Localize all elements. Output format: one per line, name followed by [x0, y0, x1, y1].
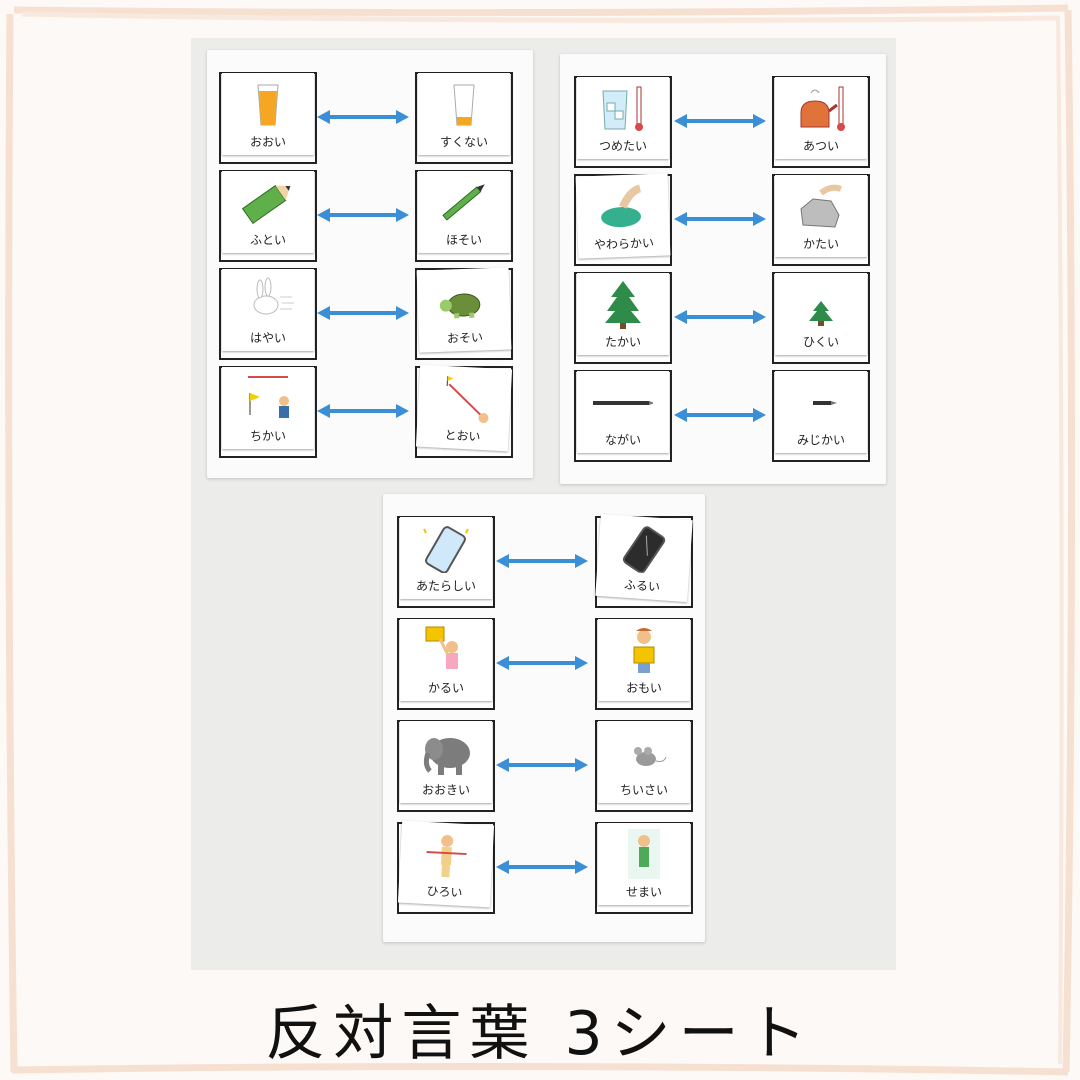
card-label: ながい — [604, 433, 641, 447]
card-label: ひくい — [802, 335, 839, 349]
hard-rock-icon — [800, 184, 843, 228]
wide-person-icon — [426, 835, 467, 878]
thin-pencil-icon — [442, 184, 485, 221]
word-card: はやい — [222, 269, 314, 351]
card-label: みじかい — [796, 433, 845, 447]
elephant-icon — [423, 738, 470, 775]
card-label: おおきい — [421, 783, 470, 797]
mouse-icon — [634, 747, 667, 766]
word-card: せまい — [598, 823, 690, 905]
photo: おおい すくないふとい ほそいはやい おそいちかい とおい つめたい あついやわらかい かた… — [191, 38, 896, 970]
card-label: ふるい — [623, 577, 661, 595]
short-tree-icon — [809, 301, 833, 326]
far-flag-icon — [446, 376, 489, 424]
double-arrow-icon — [317, 404, 409, 418]
low-juice-glass-icon — [453, 84, 475, 126]
card-label: あつい — [802, 139, 839, 153]
tall-tree-icon — [605, 281, 641, 329]
double-arrow-icon — [496, 554, 588, 568]
word-card: ひくい — [775, 273, 867, 355]
sheet-3: あたらしい ふるいかるい おもいおおきい ちいさいひろい せまい — [383, 494, 705, 942]
card-label: とおい — [444, 428, 481, 444]
card-label: すくない — [439, 135, 488, 149]
old-phone-icon — [622, 526, 666, 574]
heavy-box-icon — [633, 628, 655, 673]
sheet-2: つめたい あついやわらかい かたいたかい ひくいながい みじかい — [560, 54, 886, 484]
word-card: おそい — [416, 267, 512, 353]
card-label: おそい — [446, 330, 484, 346]
card-label: ひろい — [426, 884, 463, 900]
card-label: ふとい — [249, 233, 286, 247]
word-card: ちいさい — [598, 721, 690, 803]
new-phone-icon — [423, 526, 469, 573]
double-arrow-icon — [317, 208, 409, 222]
caption: 反対言葉 3シート — [265, 999, 815, 1069]
card-label: ちいさい — [619, 783, 668, 797]
double-arrow-icon — [496, 860, 588, 874]
card-label: かるい — [427, 681, 464, 695]
card-label: ちかい — [249, 429, 286, 443]
hot-kettle-icon — [800, 86, 845, 131]
double-arrow-icon — [496, 656, 588, 670]
word-card: ながい — [577, 371, 669, 453]
word-card: おおい — [222, 73, 314, 155]
running-rabbit-icon — [253, 277, 294, 315]
double-arrow-icon — [496, 758, 588, 772]
double-arrow-icon — [674, 114, 766, 128]
word-card: ひろい — [397, 820, 495, 908]
short-pen-icon — [813, 401, 837, 405]
card-label: ほそい — [445, 233, 482, 247]
soft-clay-icon — [601, 184, 642, 228]
card-label: おもい — [626, 681, 662, 695]
card-label: つめたい — [598, 139, 647, 153]
word-card: あたらしい — [400, 517, 492, 599]
double-arrow-icon — [317, 306, 409, 320]
card-label: せまい — [625, 885, 662, 899]
card-label: やわらかい — [593, 235, 655, 253]
full-juice-glass-icon — [257, 84, 279, 126]
near-flag-icon — [248, 376, 289, 418]
word-card: ふるい — [595, 513, 693, 603]
double-arrow-icon — [674, 212, 766, 226]
card-label: たかい — [604, 335, 641, 349]
card-label: あたらしい — [415, 579, 476, 593]
word-card: とおい — [415, 364, 513, 452]
word-card: おもい — [598, 619, 690, 701]
card-label: かたい — [802, 237, 839, 251]
word-card: おおきい — [400, 721, 492, 803]
narrow-person-icon — [628, 829, 660, 879]
word-card: あつい — [775, 77, 867, 159]
light-box-icon — [425, 626, 458, 669]
sheet-1: おおい すくないふとい ほそいはやい おそいちかい とおい — [207, 50, 533, 478]
word-card: ふとい — [222, 171, 314, 253]
thick-pencil-icon — [241, 184, 291, 225]
word-card: すくない — [418, 73, 510, 155]
turtle-icon — [439, 293, 481, 319]
word-card: つめたい — [577, 77, 669, 159]
word-card: たかい — [577, 273, 669, 355]
word-card: みじかい — [775, 371, 867, 453]
double-arrow-icon — [674, 408, 766, 422]
double-arrow-icon — [317, 110, 409, 124]
word-card: かたい — [775, 175, 867, 257]
card-label: おおい — [249, 135, 286, 149]
long-pen-icon — [593, 401, 653, 405]
card-label: はやい — [249, 331, 286, 345]
double-arrow-icon — [674, 310, 766, 324]
ice-water-icon — [602, 86, 643, 131]
word-card: ほそい — [418, 171, 510, 253]
word-card: かるい — [400, 619, 492, 701]
word-card: やわらかい — [575, 173, 671, 259]
word-card: ちかい — [222, 367, 314, 449]
